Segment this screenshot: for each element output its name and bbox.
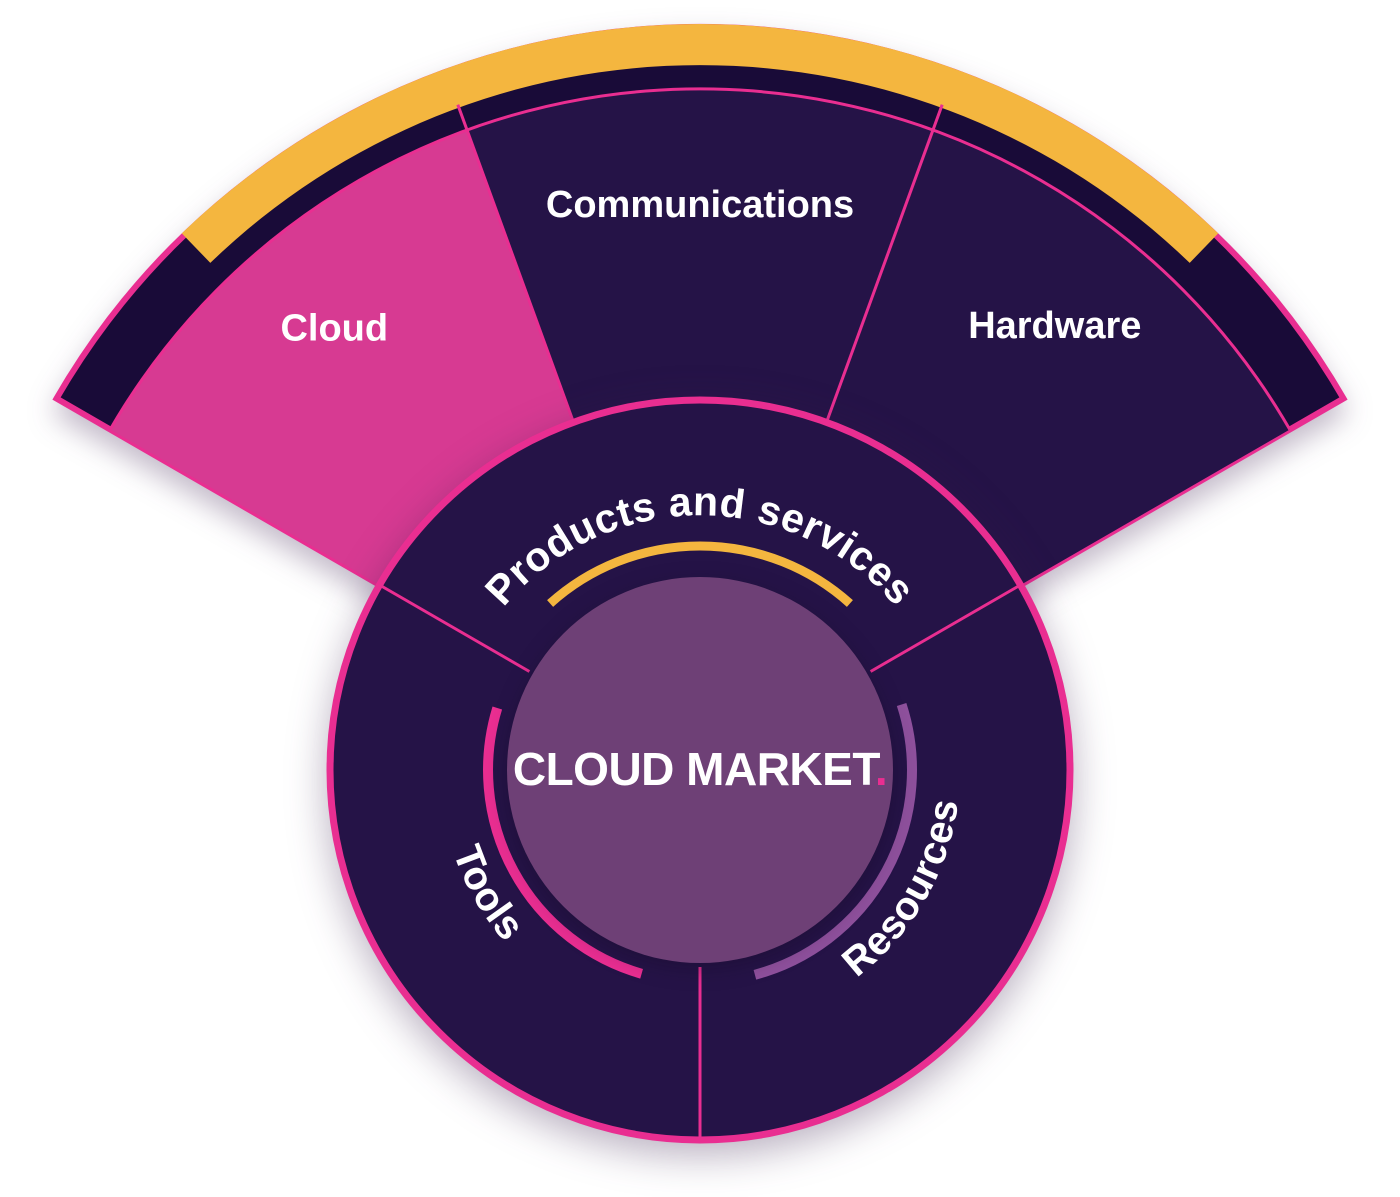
fan-segment-label-communications: Communications: [546, 184, 854, 226]
brand-title-dot: .: [875, 743, 887, 795]
brand-title-text: CLOUD MARKET: [513, 743, 880, 795]
fan-segment-label-hardware: Hardware: [968, 305, 1141, 347]
ring-divider-products-resources: [869, 585, 1019, 673]
center-circle: [507, 577, 893, 963]
fan-rim-divider-arc: [108, 87, 1292, 431]
lavender-accent-arc: [753, 702, 917, 980]
yellow-accent-arc: [547, 541, 853, 607]
fan-yellow-band: [181, 24, 1219, 263]
fan-divider-communications-hardware: [825, 104, 944, 421]
pink-accent-arc: [483, 706, 643, 979]
ring-divider-products-tools: [381, 585, 531, 673]
fan-segment-label-cloud: Cloud: [280, 307, 388, 349]
fan-divider-cloud-communications: [456, 104, 575, 421]
center-medallion: CLOUD MARKET.: [507, 577, 893, 963]
brand-title: CLOUD MARKET.: [513, 743, 887, 795]
